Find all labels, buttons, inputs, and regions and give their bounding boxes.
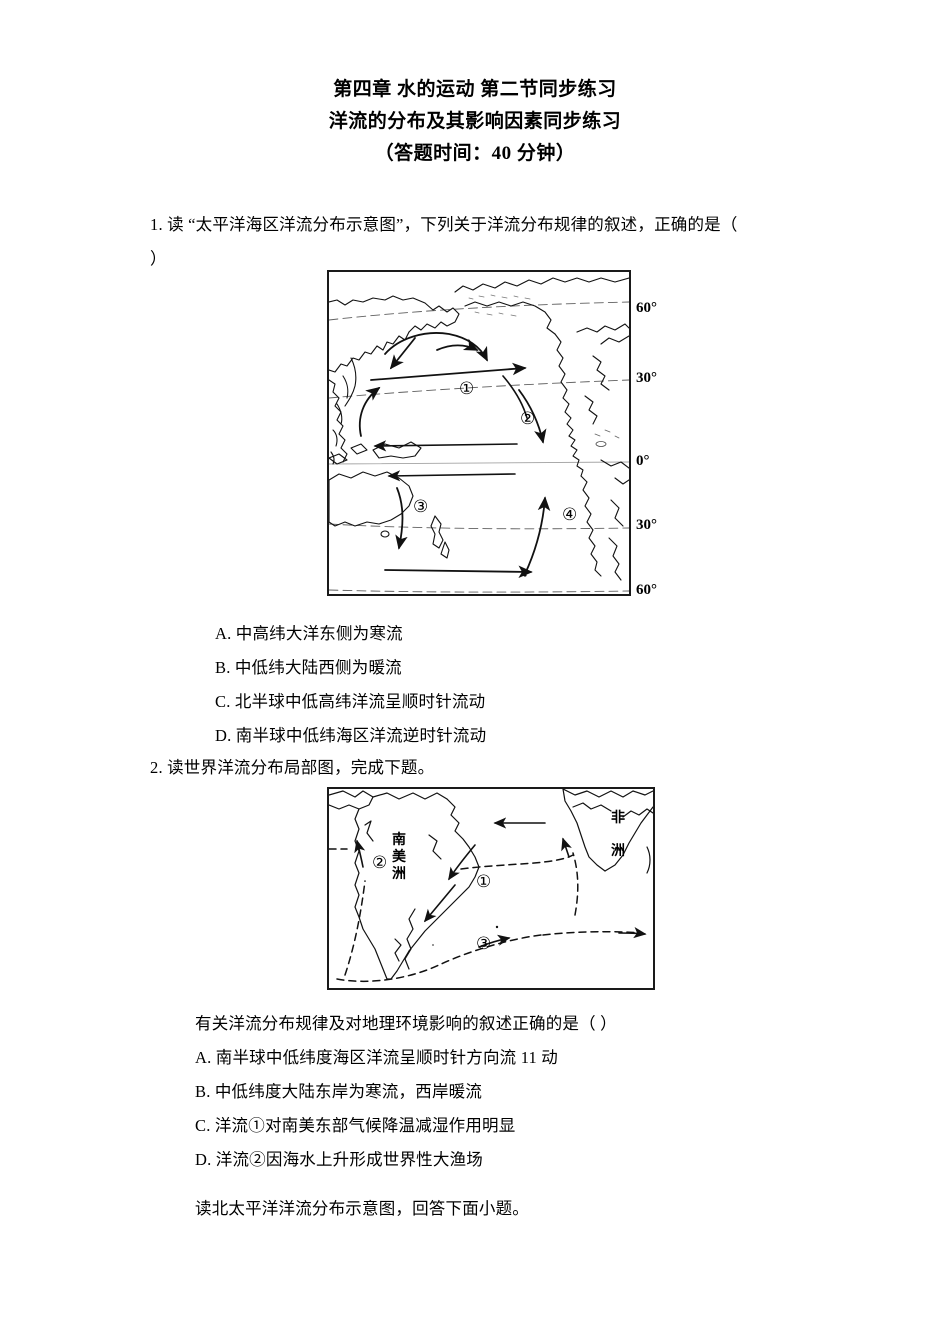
closing-instruction-text: 读北太平洋洋流分布示意图，回答下面小题。: [195, 1199, 529, 1218]
question-1-option-b: B. 中低纬大陆西侧为暖流: [215, 658, 402, 677]
label-south-america-char-3: 洲: [392, 865, 406, 881]
label-south-america-char-1: 南: [392, 831, 406, 847]
current-marker-2: ②: [520, 409, 536, 428]
latitude-label-60n: 60°: [636, 300, 657, 316]
pacific-map-graphic: [329, 277, 629, 593]
question-1-option-c: C. 北半球中低高纬洋流呈顺时针流动: [215, 692, 486, 711]
current-marker-4: ④: [562, 505, 578, 524]
label-africa: 非 洲: [610, 809, 626, 859]
question-2-option-b: B. 中低纬度大陆东岸为寒流，西岸暖流: [195, 1082, 483, 1101]
title-line-1: 第四章 水的运动 第二节同步练习: [333, 79, 617, 100]
current-marker-3: ③: [413, 497, 429, 516]
question-1-option-d: D. 南半球中低纬海区洋流逆时针流动: [215, 726, 487, 745]
label-south-america: 南 美 洲: [391, 831, 407, 882]
latitude-label-30n: 30°: [636, 370, 657, 386]
question-2-option-a: A. 南半球中低纬度海区洋流呈顺时针方向流 11 动: [195, 1048, 559, 1067]
label-south-america-char-2: 美: [392, 848, 406, 864]
world-current-marker-3: ③: [476, 934, 492, 953]
label-africa-char-1: 非: [611, 809, 625, 825]
title-line-2: 洋流的分布及其影响因素同步练习: [328, 111, 622, 132]
current-marker-1: ①: [459, 379, 475, 398]
label-africa-char-2: 洲: [611, 842, 625, 858]
question-1-option-a: A. 中高纬大洋东侧为寒流: [215, 624, 403, 643]
latitude-label-60s: 60°: [636, 582, 657, 598]
figure-world-currents-partial: 南 美 洲 非 洲 ② ① ③: [327, 787, 655, 990]
question-2-sub-stem: 有关洋流分布规律及对地理环境影响的叙述正确的是（ ）: [195, 1014, 617, 1033]
world-partial-map-graphic: [329, 789, 653, 983]
world-current-marker-1: ①: [476, 872, 492, 891]
question-2-option-d: D. 洋流②因海水上升形成世界性大渔场: [195, 1150, 483, 1169]
question-2-option-c: C. 洋流①对南美东部气候降温减湿作用明显: [195, 1116, 516, 1135]
question-2-stem: 2. 读世界洋流分布局部图，完成下题。: [150, 758, 435, 777]
latitude-label-30s: 30°: [636, 517, 657, 533]
latitude-label-0: 0°: [636, 453, 650, 469]
latitude-axis-labels: 60° 30° 0° 30° 60°: [636, 270, 696, 600]
title-line-3: （答题时间：40 分钟）: [374, 143, 576, 164]
figure-pacific-ocean-currents: ① ② ③ ④: [327, 270, 631, 596]
question-1-stem: 1. 读 “太平洋海区洋流分布示意图”，下列关于洋流分布规律的叙述，正确的是（ …: [150, 215, 738, 268]
world-current-marker-2: ②: [372, 853, 388, 872]
document-title-block: 第四章 水的运动 第二节同步练习 洋流的分布及其影响因素同步练习 （答题时间：4…: [0, 74, 950, 170]
